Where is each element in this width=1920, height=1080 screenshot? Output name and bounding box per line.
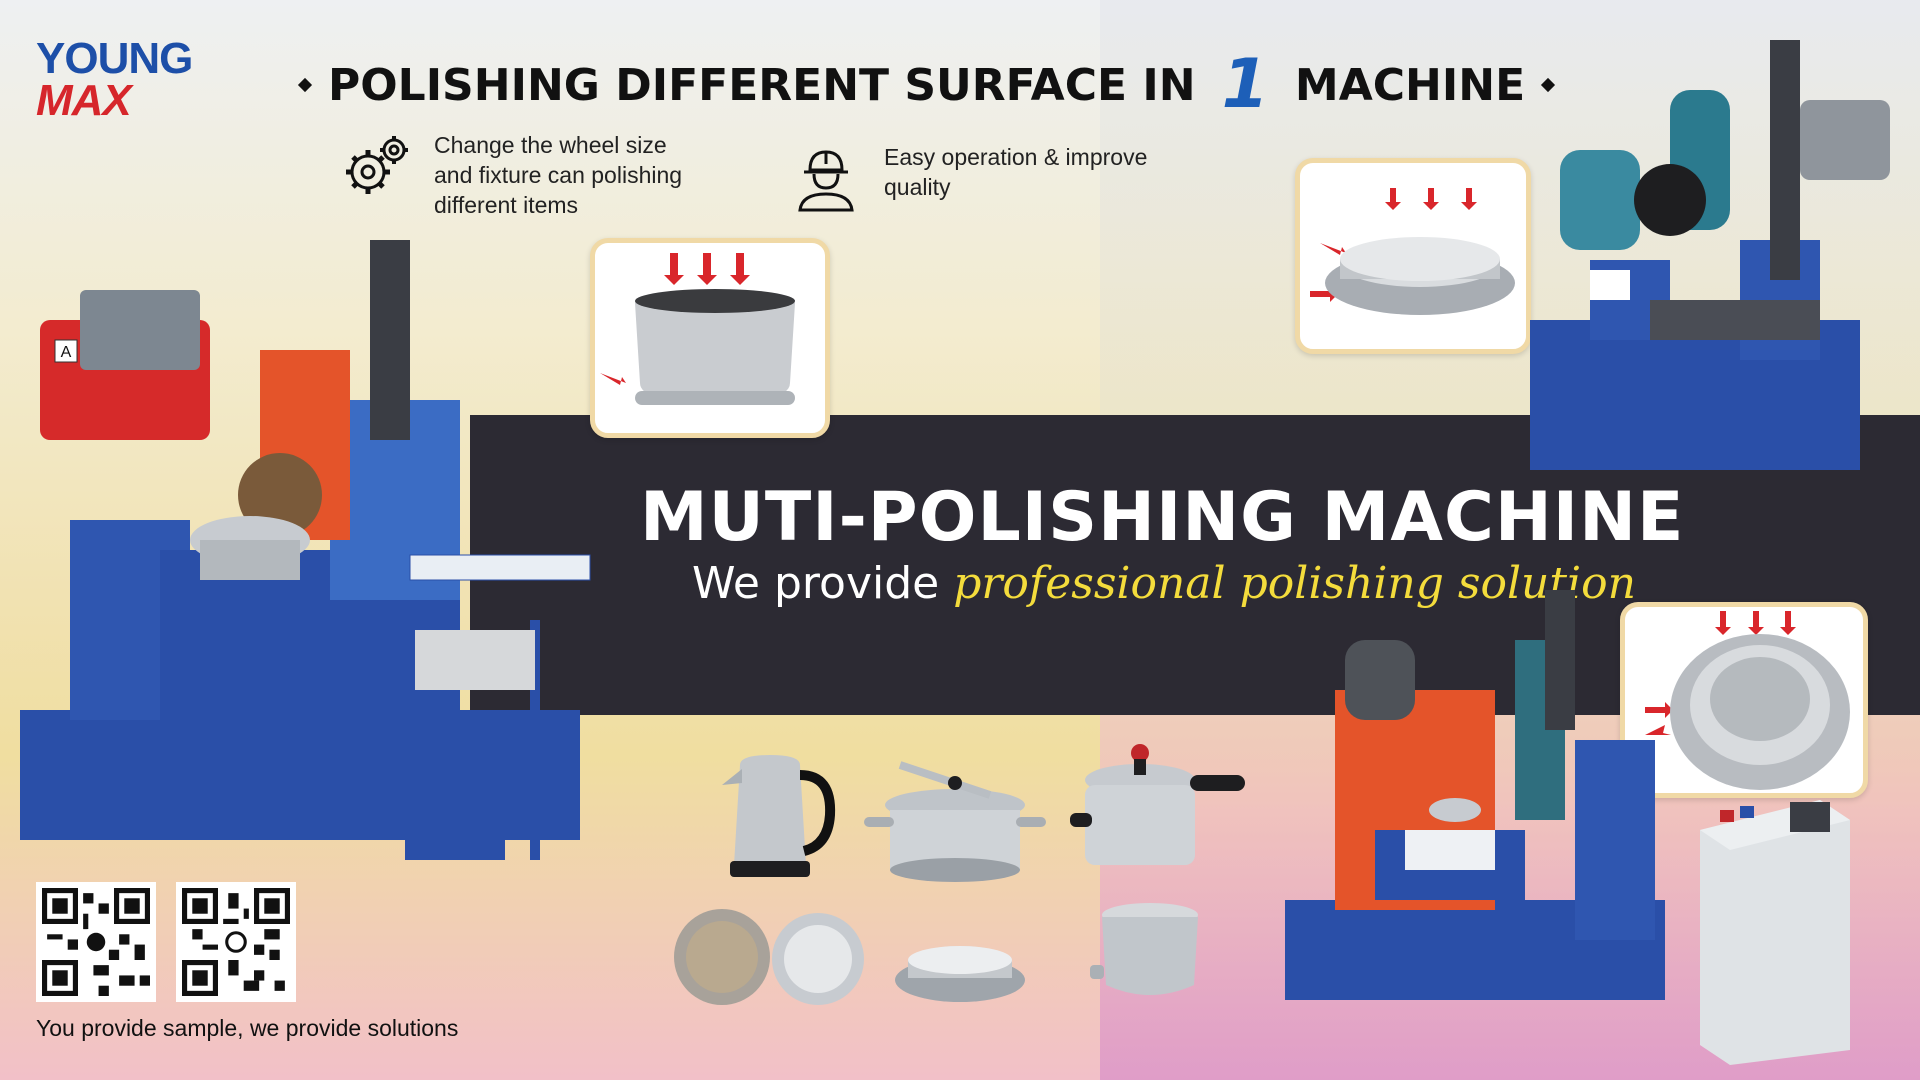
control-cabinet	[1700, 800, 1850, 1065]
cooking-pot-product	[864, 761, 1046, 882]
whatsapp-qr-code[interactable]	[176, 882, 296, 1002]
feature-easy-operation-text: Easy operation & improve quality	[884, 144, 1148, 200]
headline-text-after: MACHINE	[1294, 59, 1526, 111]
subtitle: We provide professional polishing soluti…	[692, 558, 1636, 609]
pressure-cooker-product	[1070, 744, 1245, 865]
round-lid-product	[895, 946, 1025, 1002]
right-bottom-polishing-machine	[1285, 590, 1665, 1000]
wechat-icon	[86, 932, 106, 952]
main-title: MUTI-POLISHING MACHINE	[640, 478, 1685, 557]
footer-tagline: You provide sample, we provide solutions	[36, 1015, 459, 1041]
subtitle-highlight: professional polishing solution	[953, 558, 1636, 609]
whatsapp-icon	[225, 931, 247, 953]
headline-text-before: POLISHING DIFFERENT SURFACE IN	[328, 59, 1196, 111]
kettle-product	[722, 755, 836, 877]
headline-number: 1	[1221, 45, 1269, 124]
qr-pattern-1	[42, 888, 150, 996]
pan-bottom-sample-card	[1620, 602, 1868, 798]
headline: POLISHING DIFFERENT SURFACE IN 1 MACHINE	[297, 51, 1556, 119]
pot-sample-card	[590, 238, 830, 438]
left-polishing-machine: A	[20, 240, 591, 860]
headline-bullet-left	[297, 77, 313, 93]
gears-icon	[340, 130, 412, 202]
feature-wheel-size: Change the wheel size and fixture can po…	[340, 130, 682, 220]
brand-logo: YOUNG MAX	[36, 34, 193, 125]
qr-pattern-2	[182, 888, 290, 996]
subtitle-plain: We provide	[692, 558, 940, 609]
brand-logo-line2: MAX	[36, 76, 132, 125]
brand-logo-line1: YOUNG	[36, 34, 193, 83]
machine-marker: A	[61, 344, 72, 361]
feature-easy-operation: Easy operation & improve quality	[790, 142, 1147, 214]
steel-pot-product	[1090, 903, 1198, 995]
worker-helmet-icon	[790, 142, 862, 214]
pan-bottoms-product	[674, 909, 864, 1005]
lid-sample-card	[1295, 158, 1531, 354]
feature-wheel-size-text: Change the wheel size and fixture can po…	[434, 132, 683, 218]
wechat-qr-code[interactable]	[36, 882, 156, 1002]
right-top-polishing-machine	[1530, 40, 1890, 470]
